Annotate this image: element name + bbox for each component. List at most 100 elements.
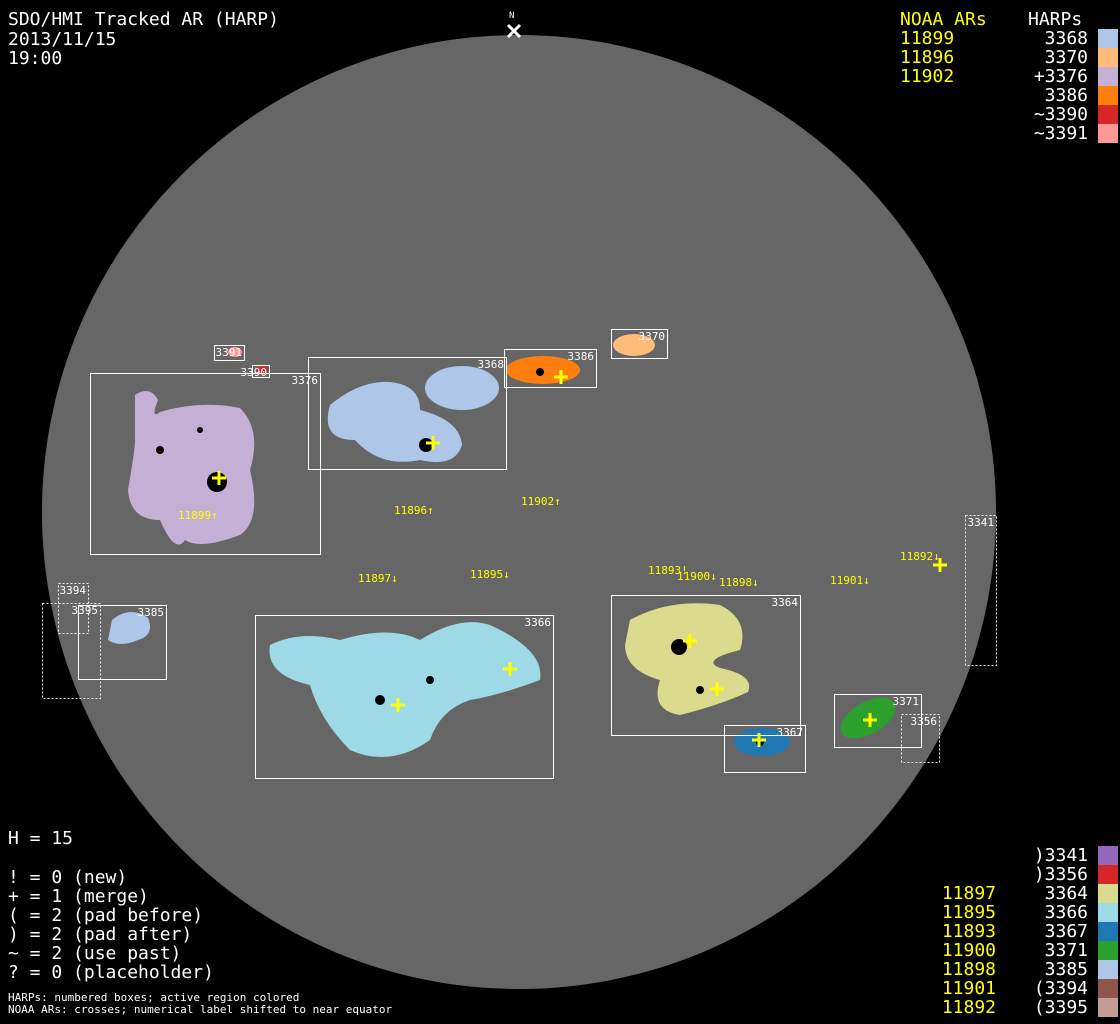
- harp-box: [901, 714, 940, 763]
- legend-harp: 3366: [1044, 902, 1088, 923]
- region-3370: [613, 334, 655, 356]
- region-3391: [228, 347, 242, 357]
- harp-box-label: 3370: [638, 330, 666, 343]
- flag-key-line: ) = 2 (pad after): [8, 924, 193, 945]
- noaa-cross-icon: [933, 558, 947, 572]
- legend-harp: 3368: [1044, 28, 1088, 49]
- legend-swatch: [1098, 105, 1118, 124]
- flag-key-line: ( = 2 (pad before): [8, 905, 204, 926]
- legend-noaa: 11893: [941, 921, 996, 942]
- legend-swatch: [1098, 48, 1118, 67]
- harp-box-label: 3386: [567, 350, 595, 363]
- harp-box-label: 3391: [215, 346, 243, 359]
- noaa-cross-icon: [863, 713, 877, 727]
- harp-box-label: 3356: [910, 715, 938, 728]
- region-3385: [108, 611, 151, 644]
- legend-noaa: 11898: [941, 959, 996, 980]
- region-3368-b: [425, 366, 499, 410]
- legend-noaa: 11896: [900, 47, 955, 68]
- legend-noaa: [900, 105, 996, 124]
- legend-noaa: 11899: [900, 28, 955, 49]
- harp-box: [90, 373, 321, 555]
- region-3390: [256, 366, 268, 374]
- harp-box: [78, 605, 167, 680]
- legend-harp: )3356: [1033, 864, 1088, 885]
- legend-harp: )3341: [1033, 845, 1088, 866]
- harp-box: [255, 615, 554, 779]
- harp-box-label: 3385: [137, 606, 165, 619]
- harp-box-label: 3364: [771, 596, 799, 609]
- harp-box-label: 3395: [71, 604, 99, 617]
- region-3371: [840, 697, 896, 739]
- legend-harp: (3395: [1033, 997, 1088, 1018]
- noaa-label: 11898↓: [719, 576, 759, 589]
- flag-key-line: ? = 0 (placeholder): [8, 962, 214, 983]
- legend-swatch: [1098, 124, 1118, 143]
- legend-swatch: [1098, 846, 1118, 865]
- harp-box: [308, 357, 507, 470]
- harp-box: [965, 515, 997, 666]
- noaa-header: NOAA ARs: [900, 9, 987, 30]
- h-count: H = 15: [8, 828, 74, 849]
- noaa-label: 11900↓: [677, 570, 717, 583]
- noaa-cross-icon: [752, 733, 766, 747]
- harp-box: [504, 349, 597, 388]
- harp-header: HARPs: [1028, 9, 1083, 30]
- legend-noaa: [900, 86, 996, 105]
- noaa-label: 11893!: [648, 564, 688, 577]
- legend-harp: +3376: [1033, 66, 1088, 87]
- legend-harp: ~3391: [1033, 123, 1088, 144]
- legend-swatch: [1098, 86, 1118, 105]
- legend-harp: (3394: [1033, 978, 1088, 999]
- harp-box: [724, 725, 806, 773]
- noaa-cross-icon: [554, 370, 568, 384]
- legend-noaa: [900, 865, 996, 884]
- harp-box: [611, 329, 668, 359]
- legend-swatch: [1098, 979, 1118, 998]
- legend-harp: 3385: [1044, 959, 1088, 980]
- legend-harp: 3364: [1044, 883, 1088, 904]
- figure-date: 2013/11/15: [8, 29, 117, 50]
- noaa-label: 11892↓: [900, 550, 940, 563]
- noaa-label: 11896↑: [394, 504, 434, 517]
- legend-noaa: 11901: [941, 978, 996, 999]
- noaa-cross-icon: [426, 436, 440, 450]
- legend-swatch: [1098, 865, 1118, 884]
- harp-box-label: 3394: [59, 584, 87, 597]
- noaa-label: 11902↑: [521, 495, 561, 508]
- harp-box: [214, 345, 245, 361]
- harp-box-label: 3366: [524, 616, 552, 629]
- noaa-cross-icon: [391, 698, 405, 712]
- legend-swatch: [1098, 67, 1118, 86]
- noaa-cross-icon: [212, 471, 226, 485]
- legend-noaa: [900, 124, 996, 143]
- noaa-label: 11895↓: [470, 568, 510, 581]
- harp-box-label: 3367: [776, 726, 804, 739]
- harp-boxes: [42, 329, 997, 779]
- noaa-label: 11897↓: [358, 572, 398, 585]
- legend-noaa: 11900: [941, 940, 996, 961]
- harp-box: [252, 365, 270, 378]
- legend-swatch: [1098, 960, 1118, 979]
- legend-swatch: [1098, 884, 1118, 903]
- legend-noaa: 11902: [900, 66, 955, 87]
- noaa-cross-icon: [710, 682, 724, 696]
- flag-key-line: ~ = 2 (use past): [8, 943, 182, 964]
- harp-box-label: 3341: [967, 516, 995, 529]
- north-marker-icon: [506, 23, 522, 39]
- harp-box: [611, 595, 801, 736]
- legend-harp: 3367: [1044, 921, 1088, 942]
- legend-swatch: [1098, 903, 1118, 922]
- legend-harp: ~3390: [1033, 104, 1088, 125]
- noaa-label: 11899↑: [178, 509, 218, 522]
- legend-noaa: 11897: [941, 883, 996, 904]
- figure-time: 19:00: [8, 48, 63, 69]
- legend-harp: 3371: [1044, 940, 1088, 961]
- legend-swatch: [1098, 29, 1118, 48]
- legend-harp: 3370: [1044, 47, 1088, 68]
- note-harps: HARPs: numbered boxes; active region col…: [8, 991, 300, 1004]
- legend-noaa: [900, 846, 996, 865]
- region-3366: [269, 622, 541, 758]
- harp-box-label: 3371: [892, 695, 920, 708]
